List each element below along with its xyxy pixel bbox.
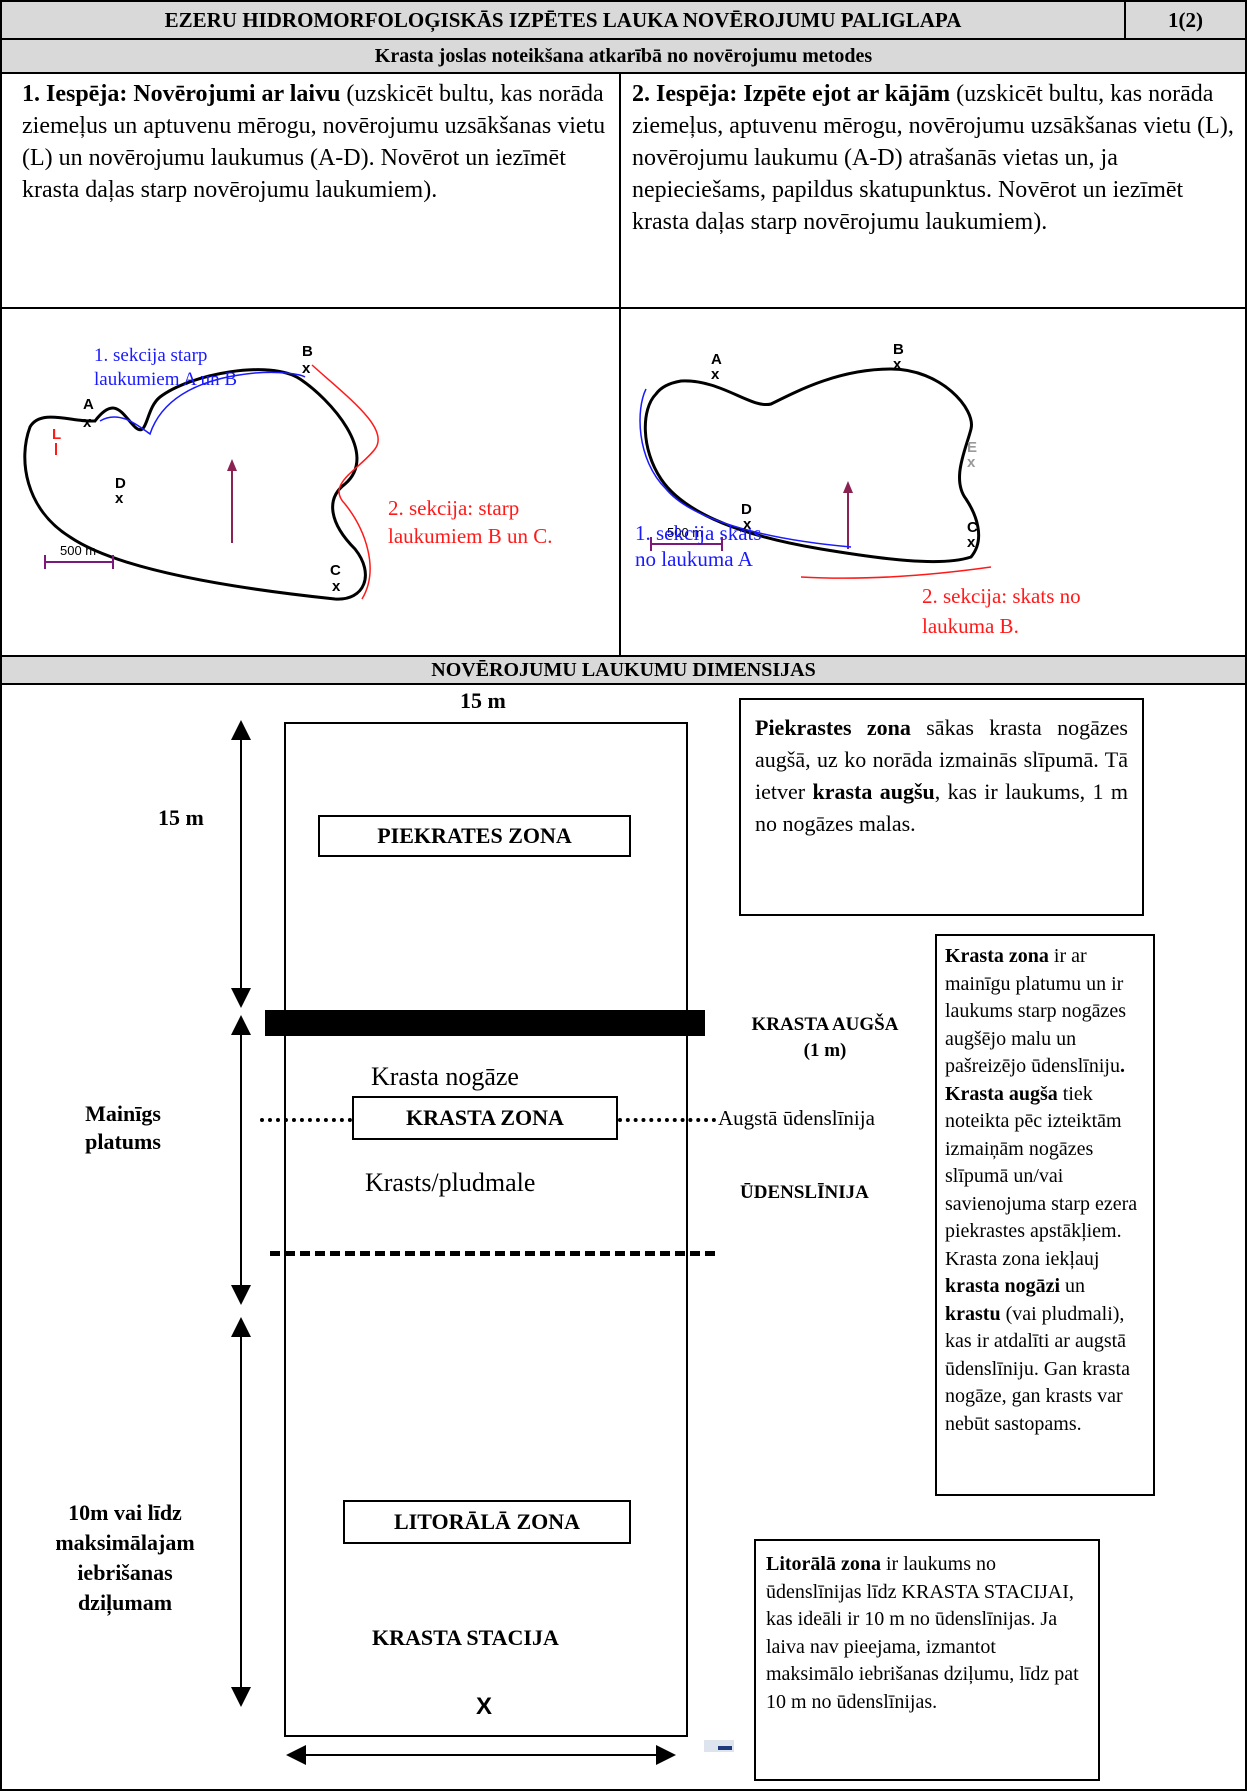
plot-height-label: 15 m — [158, 805, 204, 830]
map1-mark-C: x — [332, 578, 341, 595]
column-divider — [619, 72, 621, 657]
litorala-zona-label: LITORĀLĀ ZONA — [343, 1500, 631, 1544]
row-divider — [0, 307, 1247, 309]
page-number: 1(2) — [1168, 7, 1203, 32]
page-header: EZERU HIDROMORFOLOĢISKĀS IZPĒTES LAUKA N… — [0, 0, 1126, 40]
krasts-pludmale-label: Krasts/pludmale — [365, 1168, 536, 1197]
section1-header: Krasta joslas noteikšana atkarībā no nov… — [0, 38, 1247, 74]
observation-plot — [284, 722, 688, 1737]
map1-caption-red: 2. sekcija: starp laukumiem B un C. — [388, 496, 553, 548]
mainigs-platums-label: Mainīgs platums — [85, 1101, 161, 1154]
waterline-dashed — [270, 1251, 715, 1256]
map2-label-B: B — [893, 341, 904, 358]
north-arrow-head-1 — [227, 459, 237, 471]
option1-body: (uzskicēt bultu, kas norāda ziemeļus un … — [22, 81, 606, 203]
section1-title: Krasta joslas noteikšana atkarībā no nov… — [374, 44, 873, 67]
augsta-udenslinija-label: Augstā ūdenslīnija — [718, 1106, 875, 1130]
map2-caption-red: 2. sekcija: skats no laukuma B. — [922, 584, 1081, 638]
map2-mark-A: x — [711, 366, 720, 383]
section2-line-red-2 — [800, 566, 992, 579]
map1-mark-D: x — [115, 490, 124, 507]
note-litorala-zona: Litorālā zona ir laukums no ūdenslīnijas… — [754, 1539, 1100, 1781]
high-waterline-left — [260, 1118, 352, 1122]
lake-outline-1 — [23, 368, 367, 601]
krasta-nogaze-label: Krasta nogāze — [371, 1062, 519, 1091]
page-title: EZERU HIDROMORFOLOĢISKĀS IZPĒTES LAUKA N… — [164, 7, 962, 32]
krasta-stacija-mark: X — [476, 1693, 493, 1720]
map2-caption-blue: 1. sekcija skats no laukuma A — [635, 521, 762, 571]
lake-sketch-map-2: A x B x C x D x E x 500 m — [639, 341, 992, 579]
map1-caption-blue: 1. sekcija starp laukumiem A un B — [94, 345, 238, 390]
map2-label-D: D — [741, 501, 752, 518]
lake-sketch-map-1: A x B x C x D x L 500 m — [23, 343, 379, 601]
note-krasta-zona: Krasta zona ir ar mainīgu platumu un ir … — [935, 934, 1155, 1496]
north-arrow-head-2 — [843, 481, 853, 493]
map2-mark-B: x — [893, 356, 902, 373]
page-artifact-mark — [718, 1746, 732, 1750]
option2-text: 2. Iespēja: Izpēte ejot ar kājām (uzskic… — [632, 78, 1244, 238]
map2-label-A: A — [711, 351, 722, 368]
map2-mark-E: x — [967, 454, 976, 471]
depth-label: 10m vai līdz maksimālajam iebrišanas dzi… — [55, 1500, 195, 1615]
map1-label-C: C — [330, 562, 341, 579]
krasta-zona-label: KRASTA ZONA — [352, 1096, 618, 1140]
map1-mark-A: x — [83, 414, 92, 431]
map2-mark-D: x — [743, 516, 752, 533]
map1-label-L: L — [52, 426, 61, 443]
note-litoral-lead: Litorālā zona — [766, 1553, 881, 1575]
option1-text: 1. Iespēja: Novērojumi ar laivu (uzskicē… — [22, 78, 612, 206]
scale-label-2: 500 m — [667, 525, 703, 540]
section1-line-blue — [99, 371, 306, 436]
plot-width-label: 15 m — [460, 688, 506, 713]
option1-lead: 1. Iespēja: Novērojumi ar laivu — [22, 81, 341, 107]
note-piekrastes-zona: Piekrastes zona sākas krasta nogāzes aug… — [739, 698, 1144, 916]
high-waterline-right — [618, 1118, 716, 1122]
map1-mark-B: x — [302, 360, 311, 377]
option2-body: (uzskicēt bultu, kas norāda ziemeļus, ap… — [632, 81, 1234, 235]
section1-line-blue-2 — [639, 388, 852, 548]
piekrates-zona-label: PIEKRATES ZONA — [318, 815, 631, 857]
krasta-stacija-label: KRASTA STACIJA — [372, 1625, 559, 1650]
map1-label-B: B — [302, 343, 313, 360]
map1-label-D: D — [115, 475, 126, 492]
note-piekrastes-lead: Piekrastes zona — [755, 715, 911, 740]
krasta-augsa-bar — [265, 1010, 705, 1036]
section2-title: NOVĒROJUMU LAUKUMU DIMENSIJAS — [431, 658, 816, 681]
map2-label-E: E — [967, 439, 977, 456]
map2-mark-C: x — [967, 534, 976, 551]
page-number-cell: 1(2) — [1124, 0, 1247, 40]
udenslinija-label: ŪDENSLĪNIJA — [740, 1182, 869, 1203]
option2-lead: 2. Iespēja: Izpēte ejot ar kājām — [632, 81, 951, 107]
krasta-augsa-label: KRASTA AUGŠA (1 m) — [751, 1014, 899, 1061]
note-krasta-lead: Krasta zona — [945, 945, 1049, 967]
map1-label-A: A — [83, 396, 94, 413]
section2-line-red — [311, 364, 379, 600]
section2-header: NOVĒROJUMU LAUKUMU DIMENSIJAS — [0, 655, 1247, 685]
scale-label-1: 500 m — [60, 543, 96, 558]
map2-label-C: C — [967, 519, 978, 536]
dimension-arrows — [231, 720, 676, 1765]
